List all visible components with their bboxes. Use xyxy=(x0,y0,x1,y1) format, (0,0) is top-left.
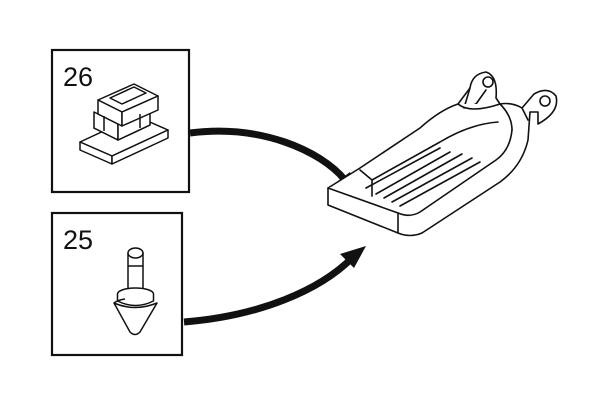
arrow-26-shaft xyxy=(189,127,348,183)
callout-26-number: 26 xyxy=(63,62,93,92)
arrow-25-shaft xyxy=(183,255,355,326)
push-pin-fastener-icon xyxy=(113,247,158,336)
arrow-25-to-bracket xyxy=(183,246,366,326)
arrow-25-head xyxy=(340,246,366,268)
callout-26: 26 xyxy=(50,48,191,194)
callout-25-frame xyxy=(50,211,184,357)
callout-25: 25 xyxy=(50,211,184,357)
clip-fastener-icon xyxy=(79,83,169,165)
callout-25-number: 25 xyxy=(63,225,93,255)
step-bracket-icon xyxy=(327,71,558,237)
